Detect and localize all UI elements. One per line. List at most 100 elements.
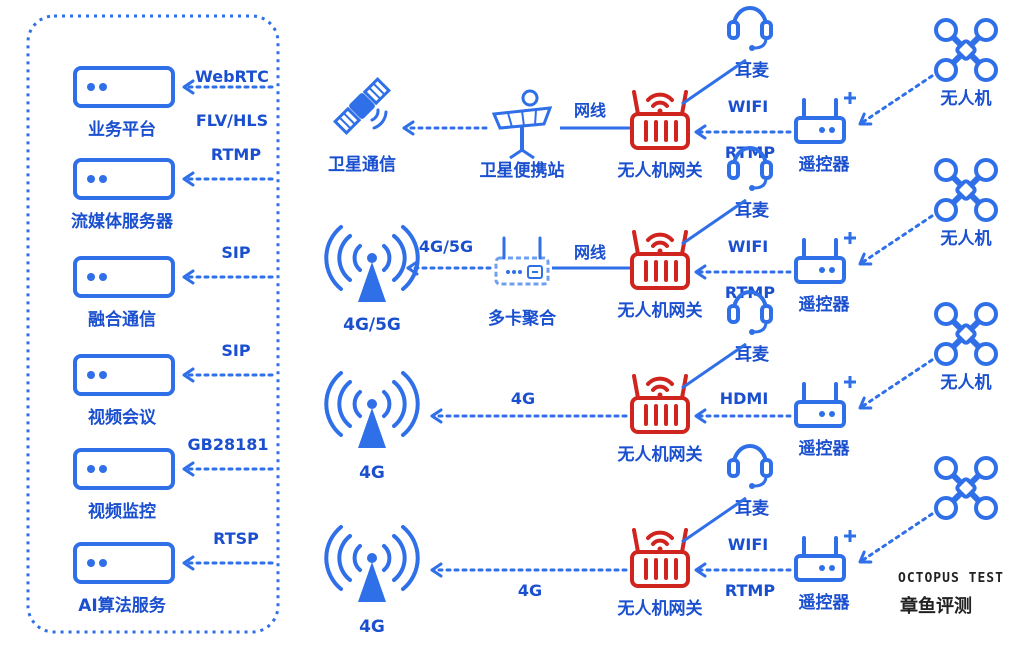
remote-controller-icon[interactable] — [794, 90, 858, 144]
protocol-arrow — [182, 269, 274, 285]
headset-icon — [727, 6, 773, 53]
headset-icon — [727, 444, 773, 491]
controller-to-gateway-arrow — [694, 562, 792, 578]
protocol-label: SIP — [221, 341, 250, 360]
gateway-0[interactable] — [630, 90, 690, 150]
uplink-link-label: 4G — [511, 389, 535, 408]
drone-label: 无人机 — [940, 88, 992, 109]
headset-link — [681, 58, 747, 106]
drone-icon — [936, 20, 996, 80]
watermark: OCTOPUS TEST 章鱼评测 — [898, 571, 1004, 617]
uplink-link-label: 4G — [518, 581, 542, 600]
satellite-icon — [332, 76, 392, 136]
remote-controller-icon[interactable] — [794, 528, 858, 582]
server-icon — [73, 158, 175, 200]
controller-label: 遥控器 — [799, 154, 851, 175]
headset-link — [681, 496, 747, 544]
drone-to-controller-arrow — [858, 358, 934, 410]
cell-tower-icon — [324, 225, 420, 304]
link-protocol-label: WIFI — [728, 237, 768, 256]
drone-label: 无人机 — [940, 228, 992, 249]
platform-label: 流媒体服务器 — [71, 211, 174, 232]
gateway-3[interactable] — [630, 528, 690, 588]
gateway-label: 无人机网关 — [617, 300, 703, 321]
gateway-label: 无人机网关 — [617, 598, 703, 619]
uplink-label: 卫星通信 — [328, 154, 396, 175]
headset-label: 耳麦 — [735, 344, 770, 365]
headset-label: 耳麦 — [735, 60, 770, 81]
drone-to-controller-arrow — [858, 214, 934, 266]
uplink-label: 4G — [359, 463, 385, 483]
remote-controller-icon[interactable] — [794, 230, 858, 284]
platform-label: 视频监控 — [88, 501, 156, 522]
satellite-dish-icon — [492, 89, 552, 160]
gateway-to-tower-arrow — [430, 408, 628, 424]
uplink-label: 4G — [359, 617, 385, 637]
link-protocol-label: WIFI — [728, 97, 768, 116]
platform-4[interactable]: 视频监控 GB28181 — [73, 435, 274, 522]
server-icon — [73, 66, 175, 108]
gateway-2[interactable] — [630, 374, 690, 434]
controller-label: 遥控器 — [799, 592, 851, 613]
controller-label: 遥控器 — [799, 294, 851, 315]
drone-icon — [936, 458, 996, 518]
relay-label: 多卡聚合 — [488, 308, 557, 329]
gateway-1[interactable] — [630, 230, 690, 290]
protocol-label: WebRTC — [195, 67, 269, 86]
multi-card-router-icon — [494, 236, 550, 286]
server-icon — [73, 542, 175, 584]
protocol-arrow — [182, 367, 274, 383]
watermark-line2: 章鱼评测 — [900, 595, 972, 617]
platform-label: 融合通信 — [88, 309, 156, 330]
headset-label: 耳麦 — [735, 498, 770, 519]
drone-to-controller-arrow — [858, 512, 934, 564]
protocol-label: FLV/HLS — [196, 111, 268, 130]
relay-label: 卫星便携站 — [480, 160, 565, 181]
headset-label: 耳麦 — [735, 200, 770, 221]
protocol-arrow — [182, 171, 274, 187]
controller-label: 遥控器 — [799, 438, 851, 459]
router-icon — [630, 528, 690, 588]
cell-tower-icon — [324, 525, 420, 604]
platform-1[interactable]: 流媒体服务器 RTMP — [71, 145, 274, 232]
cell-tower-icon — [324, 371, 420, 450]
platform-label: 视频会议 — [88, 407, 157, 428]
remote-controller-icon[interactable] — [794, 374, 858, 428]
platform-panel — [26, 14, 280, 634]
controller-to-gateway-arrow — [694, 264, 792, 280]
drone-label: 无人机 — [940, 372, 992, 393]
drone-icon — [936, 160, 996, 220]
drone-icon — [936, 304, 996, 364]
headset-link — [681, 198, 747, 246]
platform-label: 业务平台 — [88, 119, 156, 140]
drone-to-controller-arrow — [858, 74, 934, 126]
gateway-to-tower-arrow — [430, 562, 628, 578]
cable-label: 网线 — [574, 101, 606, 120]
platform-3[interactable]: 视频会议 SIP — [73, 341, 274, 428]
server-icon — [73, 354, 175, 396]
protocol-label: GB28181 — [188, 435, 269, 454]
watermark-line1: OCTOPUS TEST — [898, 571, 1004, 586]
link-protocol-label: HDMI — [720, 389, 769, 408]
uplink-link-label: 4G/5G — [419, 237, 473, 256]
protocol-arrow — [182, 79, 274, 95]
platform-label: AI算法服务 — [78, 595, 166, 616]
controller-to-gateway-arrow — [694, 408, 792, 424]
dish-to-satellite-arrow — [402, 120, 488, 136]
gateway-label: 无人机网关 — [617, 160, 703, 181]
protocol-arrow — [182, 555, 274, 571]
link-protocol-label: WIFI — [728, 535, 768, 554]
router-icon — [630, 90, 690, 150]
protocol-label: RTMP — [211, 145, 261, 164]
controller-to-gateway-arrow — [694, 124, 792, 140]
server-icon — [73, 448, 175, 490]
platform-0[interactable]: 业务平台 WebRTC FLV/HLS — [73, 66, 274, 140]
gateway-label: 无人机网关 — [617, 444, 703, 465]
